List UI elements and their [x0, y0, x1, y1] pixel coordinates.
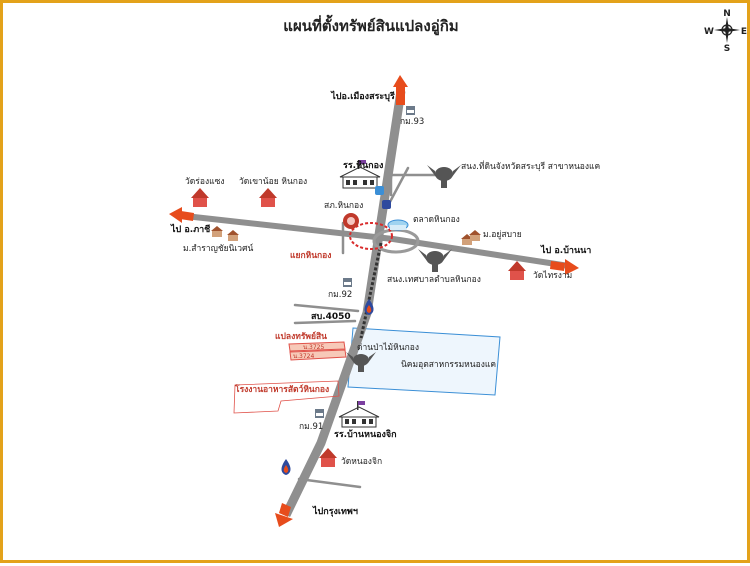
wat-song-saeng-label: วัดร่องแซง [185, 177, 225, 187]
forest-station-label: ด่านป่าไม้หินกอง [357, 342, 419, 353]
temple-icon [319, 448, 337, 467]
junction-highlight [349, 222, 393, 250]
parcel-b-shape [289, 349, 347, 361]
compass-s: S [724, 44, 730, 54]
wat-nongjik-label: วัดหนองจิก [341, 457, 382, 467]
property-label: แปลงทรัพย์สิน [275, 331, 327, 342]
village-icon [461, 230, 481, 245]
km-post-icon [315, 409, 324, 418]
temple-icon [508, 261, 526, 280]
police-icon [343, 213, 359, 229]
arrow-east-icon [550, 259, 579, 275]
wat-khanoi-label: วัดเขาน้อย หินกอง [239, 176, 307, 187]
school-icon [339, 160, 381, 189]
parcel-a-shape [288, 341, 346, 352]
km-post-icon [343, 278, 352, 287]
compass-e: E [741, 27, 747, 37]
parcel-b-label: น.3724 [293, 353, 314, 360]
location-map: แผนที่ตั้งทรัพย์สินแปลงอู่กิม N S E W [169, 9, 747, 527]
temple-icon [191, 188, 209, 207]
industrial-estate-label: นิคมอุตสาหกรรมหนองแค [401, 360, 496, 370]
label-south: ไปกรุงเทพฯ [312, 505, 358, 517]
label-west: ไป อ.ภาชี [170, 223, 210, 235]
km93-label: กม.93 [400, 117, 424, 127]
land-office-label: สนง.ที่ดินจังหวัดสระบุรี สาขาหนองแค [461, 160, 600, 172]
road-4050-label: สบ.4050 [311, 312, 351, 322]
arrow-south-icon [275, 503, 293, 527]
school-hinkong-label: รร.หินกอง [343, 160, 383, 171]
factory-label: โรงงานอาหารสัตว์หินกอง [234, 384, 329, 395]
map-title: แผนที่ตั้งทรัพย์สินแปลงอู่กิม [283, 14, 458, 36]
highway-north-south [281, 90, 406, 517]
km91-label: กม.91 [299, 422, 323, 432]
compass-rose-icon: N S E W [704, 9, 747, 54]
school-icon [338, 401, 380, 428]
temple-icon [259, 188, 277, 207]
km-post-icon [406, 106, 415, 115]
bank-icon [382, 200, 391, 209]
wat-thong-ngam-label: วัดไทรงาม [533, 270, 572, 281]
road-east-west [175, 212, 570, 269]
market-icon [387, 219, 409, 231]
arrow-north-icon [393, 75, 408, 105]
gas-station-icon [364, 299, 374, 315]
junction-label: แยกหินกอง [290, 250, 331, 261]
highway-divider [359, 242, 383, 339]
village-samran-label: ม.สำราญชัยนิเวศน์ [183, 243, 253, 254]
parcel-a-label: น.3725 [303, 344, 324, 351]
compass-w: W [704, 27, 714, 37]
market-label: ตลาดหินกอง [413, 215, 460, 225]
arrow-west-icon [169, 207, 194, 223]
garuda-emblem-icon [418, 249, 452, 272]
info-icon [375, 186, 384, 195]
village-yusabai-label: ม.อยู่สบาย [483, 230, 522, 240]
km92-label: กม.92 [328, 290, 352, 300]
police-label: สภ.หินกอง [324, 201, 363, 211]
label-north: ไปอ.เมืองสระบุรี [330, 90, 395, 102]
label-east: ไป อ.บ้านนา [540, 244, 591, 256]
school-nongjik-label: รร.บ้านหนองจิก [334, 429, 397, 440]
factory-outline [233, 380, 340, 414]
village-icon [211, 226, 239, 241]
municipal-office-label: สนง.เทศบาลตำบลหินกอง [387, 275, 481, 285]
garuda-emblem-icon [346, 352, 376, 372]
compass-n: N [723, 9, 731, 19]
garuda-emblem-icon [427, 165, 461, 188]
gas-station-icon [281, 459, 291, 475]
